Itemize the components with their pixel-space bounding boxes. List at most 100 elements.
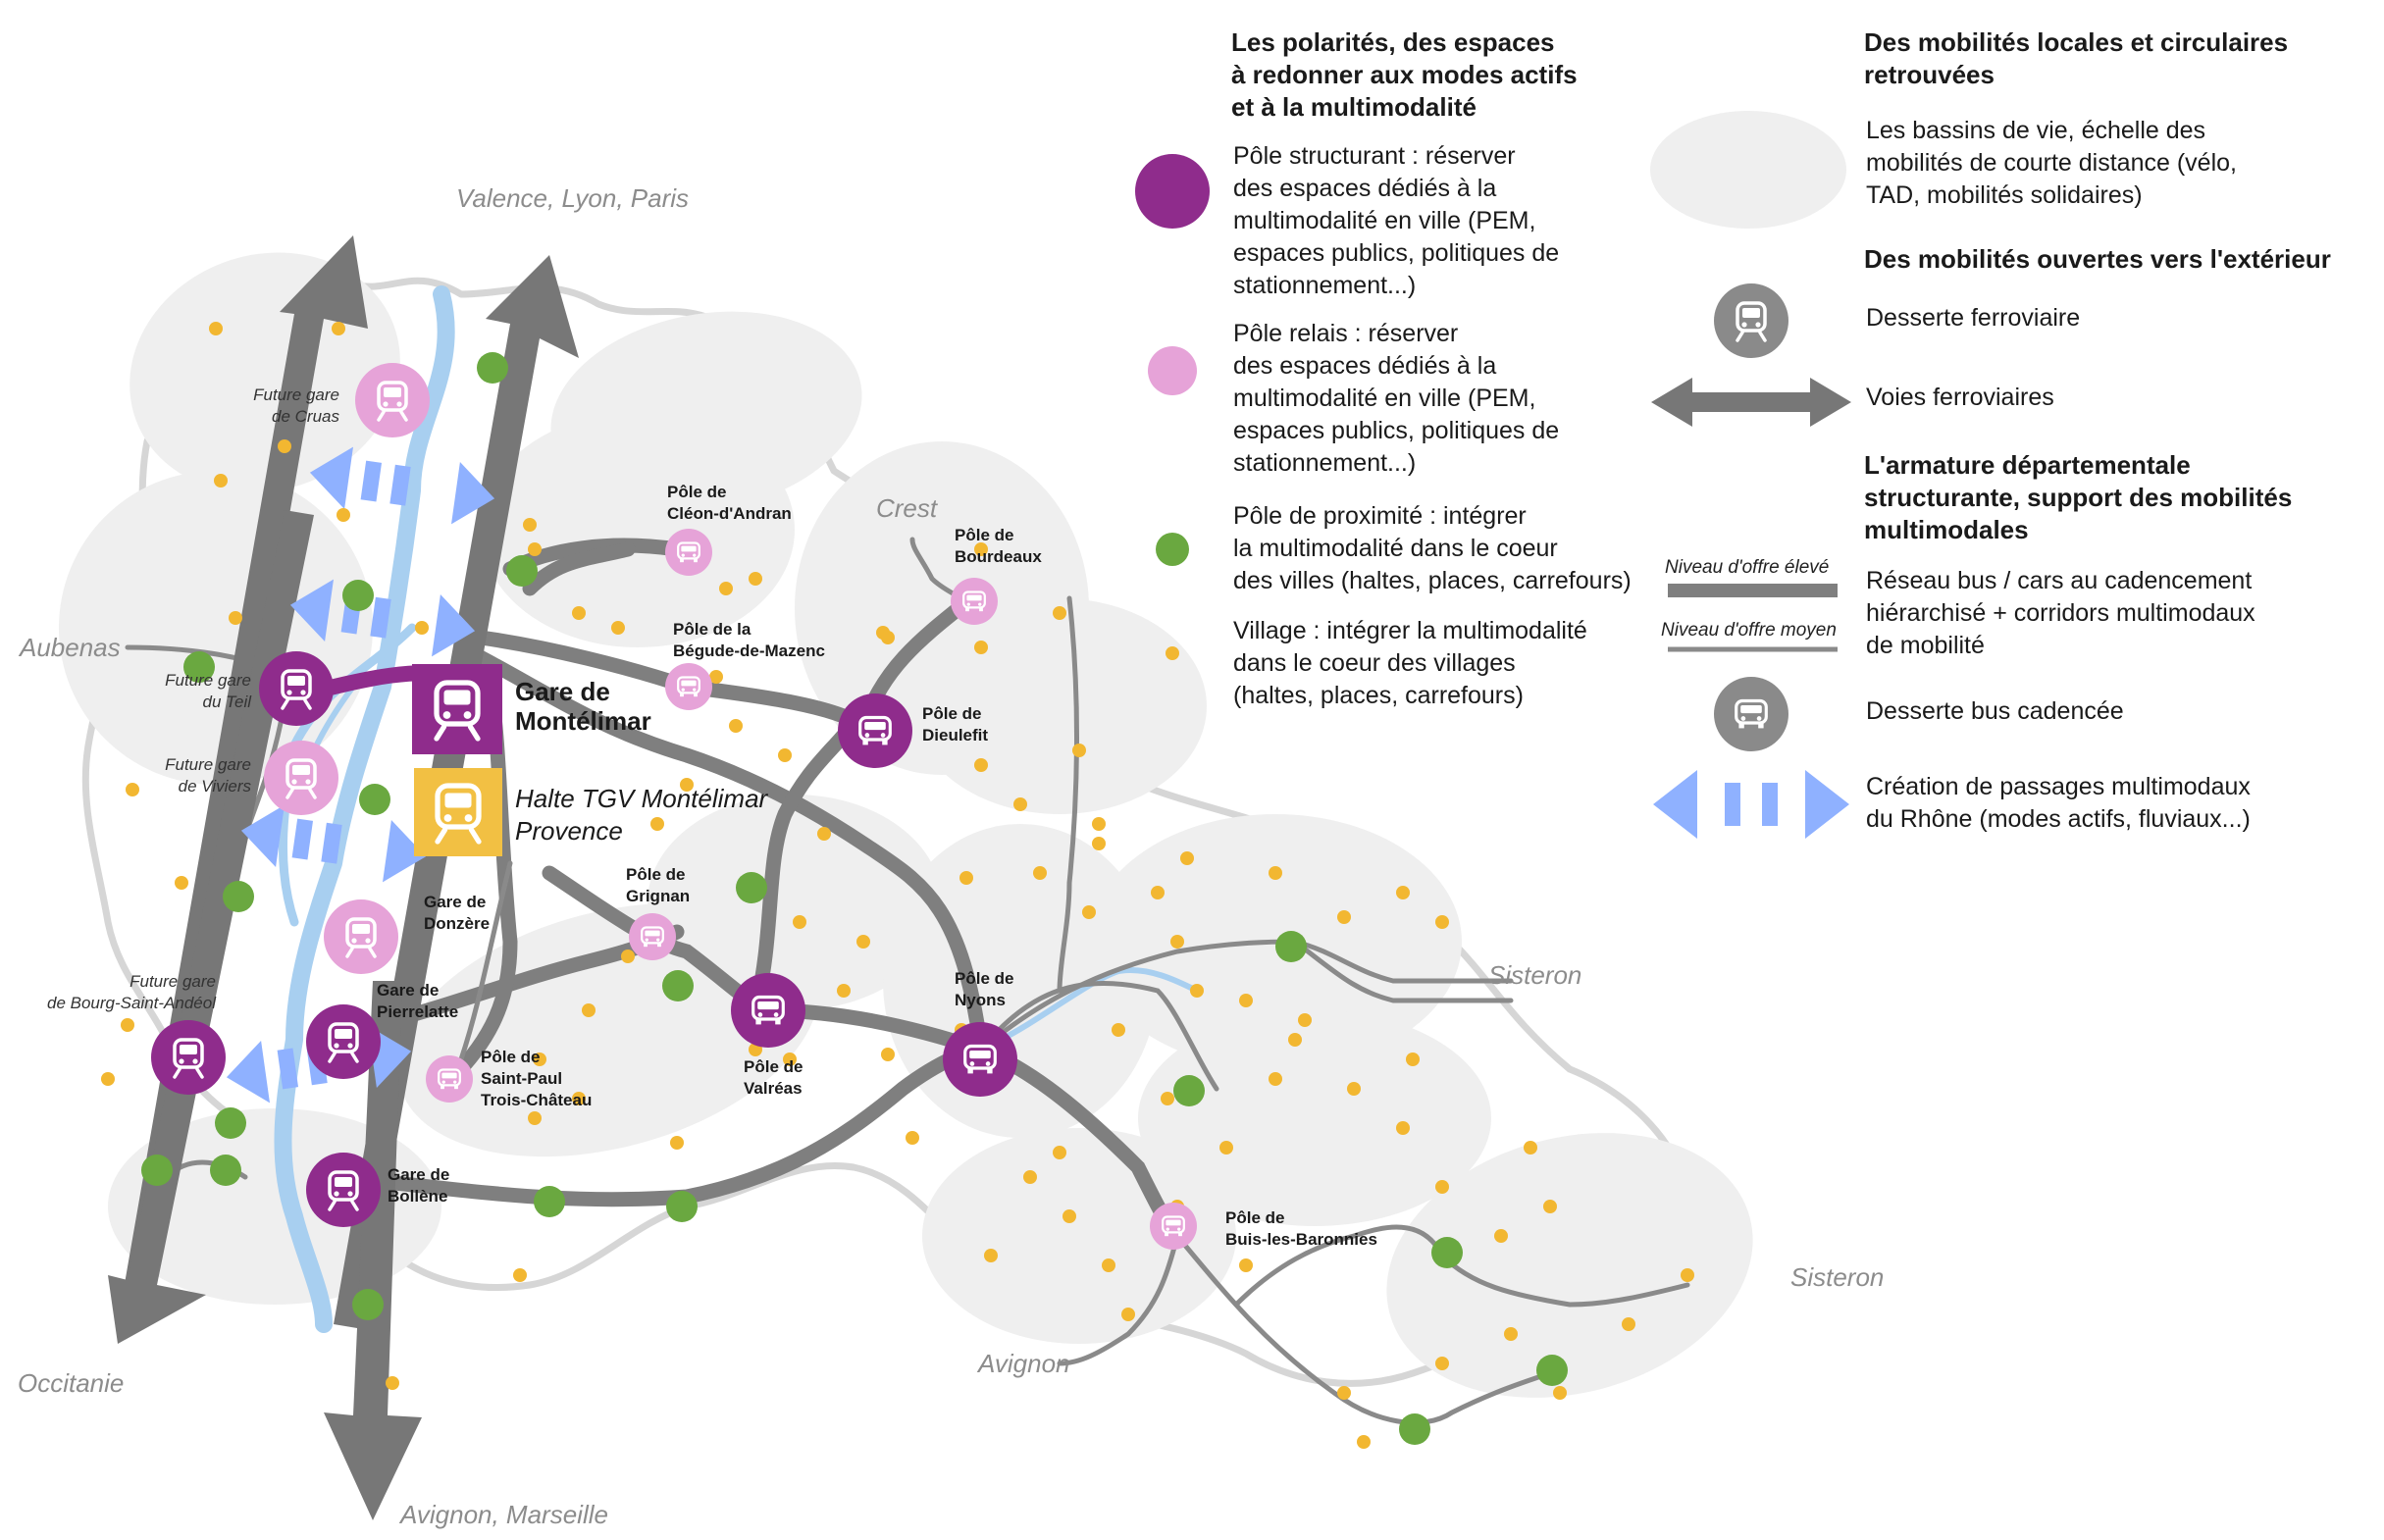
- proximity-pole: [210, 1155, 241, 1186]
- legend-structurant-swatch: [1135, 154, 1210, 229]
- relay-pole-viviers: [264, 741, 338, 815]
- pole-labels: Pôle de Cléon-d'Andran Pôle de la Bégude…: [377, 483, 1377, 1249]
- relay-pole-buis: [1150, 1203, 1197, 1250]
- structuring-pole-dieulefit: [838, 693, 912, 768]
- structuring-pole-teil: [259, 651, 334, 726]
- village: [1543, 1200, 1557, 1213]
- village: [1072, 744, 1086, 757]
- proximity-pole: [534, 1186, 565, 1217]
- legend-text-line: de mobilité: [1866, 632, 1985, 659]
- legend-title-line: structurante, support des mobilités: [1864, 483, 2293, 512]
- label-tgv: Halte TGV Montélimar: [515, 784, 769, 813]
- legend-ferro-swatch: [1714, 283, 1788, 358]
- label-saintpaul: Saint-Paul: [481, 1069, 562, 1088]
- legend-title-line: L'armature départementale: [1864, 450, 2191, 480]
- legend-relais-swatch: [1148, 346, 1197, 395]
- label-valence: Valence, Lyon, Paris: [456, 183, 689, 213]
- village: [749, 572, 762, 586]
- village: [101, 1072, 115, 1086]
- label-sisteron-2: Sisteron: [1790, 1262, 1884, 1292]
- label-cruas: de Cruas: [272, 407, 339, 426]
- legend-text-line: Pôle relais : réserver: [1233, 320, 1459, 347]
- village: [783, 1052, 797, 1066]
- label-sisteron-1: Sisteron: [1488, 960, 1581, 990]
- legend-bassins: Les bassins de vie, échelle des mobilité…: [1866, 115, 2357, 212]
- villages: [101, 322, 1694, 1449]
- village: [1102, 1258, 1115, 1272]
- label-cleon: Cléon-d'Andran: [667, 504, 792, 523]
- village: [1524, 1141, 1537, 1155]
- label-pierrelatte: Pierrelatte: [377, 1002, 458, 1021]
- legend-proximite-swatch: [1156, 533, 1189, 566]
- legend-col1-title: Les polarités, des espaces à redonner au…: [1231, 26, 1663, 124]
- village: [1092, 817, 1106, 831]
- village: [984, 1249, 998, 1262]
- legend-voies-swatch: [1651, 378, 1851, 427]
- village: [1337, 910, 1351, 924]
- label-saintpaul: Pôle de: [481, 1048, 540, 1066]
- legend-relais: Pôle relais : réserver des espaces dédié…: [1233, 318, 1645, 480]
- village: [1435, 1357, 1449, 1370]
- village: [1219, 1141, 1233, 1155]
- legend-text-line: dans le coeur des villages: [1233, 649, 1516, 677]
- village: [1239, 1258, 1253, 1272]
- village: [670, 1136, 684, 1150]
- village: [332, 322, 345, 335]
- village: [1269, 866, 1282, 880]
- village: [1180, 851, 1194, 865]
- village: [278, 439, 291, 453]
- passage-1: [309, 446, 495, 525]
- village: [175, 876, 188, 890]
- structuring-pole-valreas: [731, 973, 805, 1048]
- proximity-pole: [183, 651, 215, 683]
- legend-title-line: Des mobilités ouvertes vers l'extérieur: [1864, 244, 2331, 274]
- village: [1406, 1052, 1420, 1066]
- proximity-pole: [666, 1191, 698, 1222]
- village: [1112, 1023, 1125, 1037]
- legend-niveau-moyen: Niveau d'offre moyen: [1661, 620, 1837, 641]
- village: [881, 1048, 895, 1061]
- basin: [912, 598, 1207, 814]
- road-high: [453, 640, 989, 1057]
- label-begude: Bégude-de-Mazenc: [673, 642, 825, 660]
- relay-pole-cleon: [665, 529, 712, 576]
- legend-title-line: Les polarités, des espaces: [1231, 27, 1555, 57]
- village: [1190, 984, 1204, 998]
- road-high: [522, 541, 636, 596]
- label-valreas: Pôle de: [744, 1057, 803, 1076]
- label-cleon: Pôle de: [667, 483, 726, 501]
- label-bsa: Future gare: [130, 972, 216, 991]
- major-station-labels: Gare de Montélimar Halte TGV Montélimar …: [515, 677, 769, 846]
- structuring-pole-bsa: [151, 1020, 226, 1095]
- legend-text-line: stationnement...): [1233, 272, 1417, 299]
- proximity-pole: [1536, 1355, 1568, 1386]
- relay-poles: [264, 363, 1197, 1250]
- structuring-pole-pierrelatte: [306, 1004, 381, 1079]
- village: [528, 542, 542, 556]
- village: [582, 1003, 596, 1017]
- proximity-pole: [477, 352, 508, 384]
- proximity-pole: [359, 784, 390, 815]
- legend-passages: Création de passages multimodaux du Rhôn…: [1866, 771, 2366, 836]
- legend-text-line: multimodalité en ville (PEM,: [1233, 385, 1536, 412]
- village: [1053, 606, 1066, 620]
- label-dieulefit: Pôle de: [922, 704, 981, 723]
- legend-text-line: Village : intégrer la multimodalité: [1233, 617, 1587, 644]
- legend-text-line: multimodalité en ville (PEM,: [1233, 207, 1536, 234]
- legend-ferro: Desserte ferroviaire: [1866, 302, 2357, 334]
- village: [1170, 935, 1184, 949]
- legend-text-line: Voies ferroviaires: [1866, 384, 2054, 411]
- village: [1357, 1435, 1371, 1449]
- village: [1298, 1013, 1312, 1027]
- label-saintpaul: Trois-Château: [481, 1091, 592, 1109]
- village: [1082, 905, 1096, 919]
- village: [974, 758, 988, 772]
- legend-village-swatch: [1166, 646, 1179, 660]
- legend-proximite: Pôle de proximité : intégrer la multimod…: [1233, 500, 1665, 597]
- rail-arrow-south-1: [108, 510, 314, 1344]
- legend-text-line: Pôle de proximité : intégrer: [1233, 502, 1527, 530]
- village: [1504, 1327, 1518, 1341]
- road-medium: [978, 981, 1219, 1092]
- road-medium: [1292, 939, 1514, 1003]
- label-pierrelatte: Gare de: [377, 981, 439, 1000]
